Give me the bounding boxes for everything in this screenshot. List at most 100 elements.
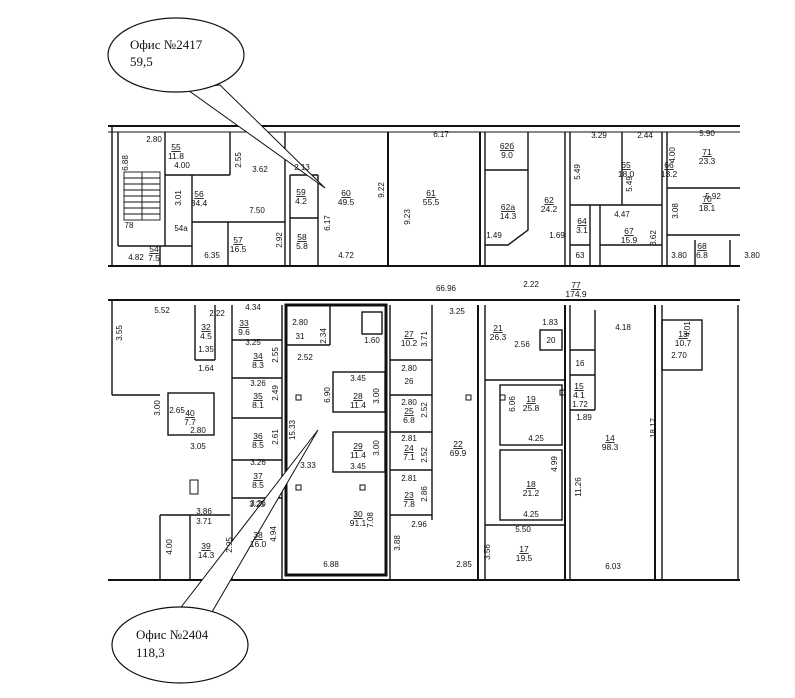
- dimension-label: 3.80: [671, 251, 687, 260]
- room-number: 36: [253, 431, 263, 441]
- dimension-label: 2.52: [420, 402, 429, 418]
- dimension-label: 3.88: [393, 535, 402, 551]
- dimension-label: 3.26: [250, 499, 266, 508]
- dimension-label: 2.80: [190, 426, 206, 435]
- dimension-label: 1.64: [198, 364, 214, 373]
- staircase-top: [123, 171, 161, 221]
- room-area: 8.3: [252, 360, 264, 370]
- dimension-label: 4.25: [528, 434, 544, 443]
- room-number: 27: [404, 329, 414, 339]
- dimension-label: 3.08: [671, 203, 680, 219]
- room-number: 60: [341, 188, 351, 198]
- room-area: 34.4: [191, 198, 208, 208]
- dimension-label: 2.22: [209, 309, 225, 318]
- dimension-label: 2.52: [420, 447, 429, 463]
- room-number: 37: [253, 471, 263, 481]
- room-area: 7.5: [148, 253, 160, 263]
- room-area: 24.2: [541, 204, 558, 214]
- dimension-label: 15.33: [288, 419, 297, 440]
- room-area: 13.2: [661, 169, 678, 179]
- dimension-label: 2.80: [146, 135, 162, 144]
- room-number: 68: [697, 241, 707, 251]
- room-35: 358.1: [252, 391, 264, 410]
- room-number: 58: [297, 232, 307, 242]
- dimension-label: 5.92: [705, 192, 721, 201]
- room-number: 57: [233, 235, 243, 245]
- room-area: 25.8: [523, 403, 540, 413]
- dimension-label: 2.95: [225, 537, 234, 553]
- dimension-label: 3.45: [350, 462, 366, 471]
- callout-2417-area: 59,5: [130, 54, 153, 69]
- room-area: 3.1: [576, 225, 588, 235]
- room-area: 16.0: [250, 539, 267, 549]
- room-54: 547.5: [148, 244, 160, 263]
- dimension-label: 63: [576, 251, 585, 260]
- dimension-label: 3.71: [420, 331, 429, 347]
- room-area: 174.9: [565, 289, 587, 299]
- room-number: 65: [621, 160, 631, 170]
- dimension-label: 3.45: [350, 374, 366, 383]
- dimension-label: 11.26: [574, 477, 583, 497]
- room-number: 38: [253, 530, 263, 540]
- dimension-label: 3.00: [153, 400, 162, 416]
- dimension-label: 2.85: [456, 560, 472, 569]
- dimension-label: 26: [405, 377, 414, 386]
- room-area: 7.1: [403, 452, 415, 462]
- dimension-label: 3.05: [190, 442, 206, 451]
- dimension-label: 2.49: [271, 385, 280, 401]
- dimension-label: 5.49: [573, 164, 582, 180]
- dimension-label: 2.44: [637, 131, 653, 140]
- dimension-label: 4.18: [615, 323, 631, 332]
- dimension-label: 7.50: [249, 206, 265, 215]
- room-area: 23.3: [699, 156, 716, 166]
- dimension-label: 16: [576, 359, 585, 368]
- dimension-label: 5.52: [154, 306, 170, 315]
- dimension-label: 66.96: [436, 284, 457, 293]
- room-number: 59: [296, 187, 306, 197]
- dimension-label: 7.08: [366, 512, 375, 528]
- dimension-label: 4.25: [523, 510, 539, 519]
- dimension-label: 3.29: [591, 131, 607, 140]
- dimension-label: 6.06: [508, 396, 517, 412]
- room-number: 55: [171, 142, 181, 152]
- room-32: 324.5: [200, 322, 212, 341]
- dimension-label: 2.70: [671, 351, 687, 360]
- dimension-label: 2.61: [271, 429, 280, 445]
- dimension-label: 9.22: [377, 182, 386, 198]
- dimension-label: 3.55: [115, 325, 124, 341]
- dimension-label: 2.96: [411, 520, 427, 529]
- room-area: 11.8: [168, 151, 184, 161]
- room-area: 7.7: [184, 417, 196, 427]
- room-area: 9.6: [238, 327, 250, 337]
- dimension-label: 4.01: [683, 321, 692, 337]
- dimension-label: 9.23: [403, 209, 412, 225]
- dimension-label: 2.34: [319, 328, 328, 344]
- dimension-label: 3.33: [300, 461, 316, 470]
- room-36: 368.5: [252, 431, 264, 450]
- room-area: 8.1: [252, 400, 264, 410]
- room-number: 34: [253, 351, 263, 361]
- room-number: 71: [702, 147, 712, 157]
- dimension-label: 1.49: [486, 231, 502, 240]
- room-area: 6.8: [696, 250, 708, 260]
- dimension-label: 4.00: [174, 161, 190, 170]
- dimension-label: 4.82: [128, 253, 144, 262]
- dimension-label: 2.55: [234, 152, 243, 168]
- dimension-label: 1.72: [572, 400, 588, 409]
- dimension-label: 1.60: [364, 336, 380, 345]
- room-number: 70: [702, 194, 712, 204]
- door-marks: [189, 389, 566, 495]
